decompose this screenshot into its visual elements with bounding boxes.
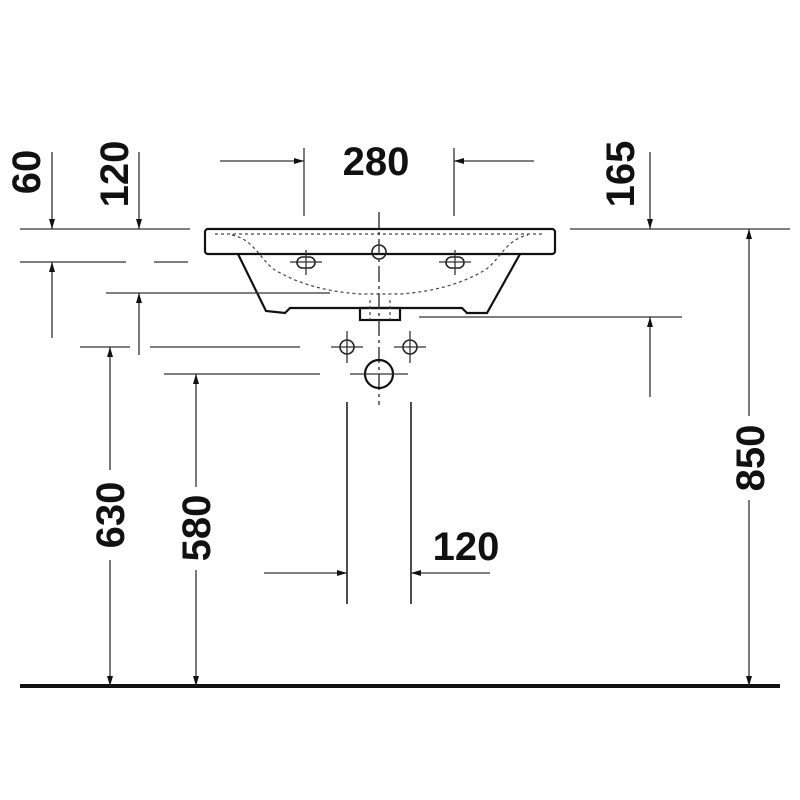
extension-lines (20, 148, 790, 375)
dim-label-280: 280 (343, 140, 410, 184)
washbasin (203, 227, 557, 322)
dim-label-120-trap: 120 (433, 525, 500, 569)
dimension-arrows (49, 152, 752, 686)
dim-label-120: 120 (93, 141, 137, 208)
dim-label-580: 580 (175, 495, 219, 562)
dim-label-850: 850 (729, 425, 773, 492)
dim-label-165: 165 (599, 141, 643, 208)
connections (331, 331, 426, 390)
dim-label-630: 630 (89, 482, 133, 549)
dim-label-60: 60 (5, 150, 49, 195)
